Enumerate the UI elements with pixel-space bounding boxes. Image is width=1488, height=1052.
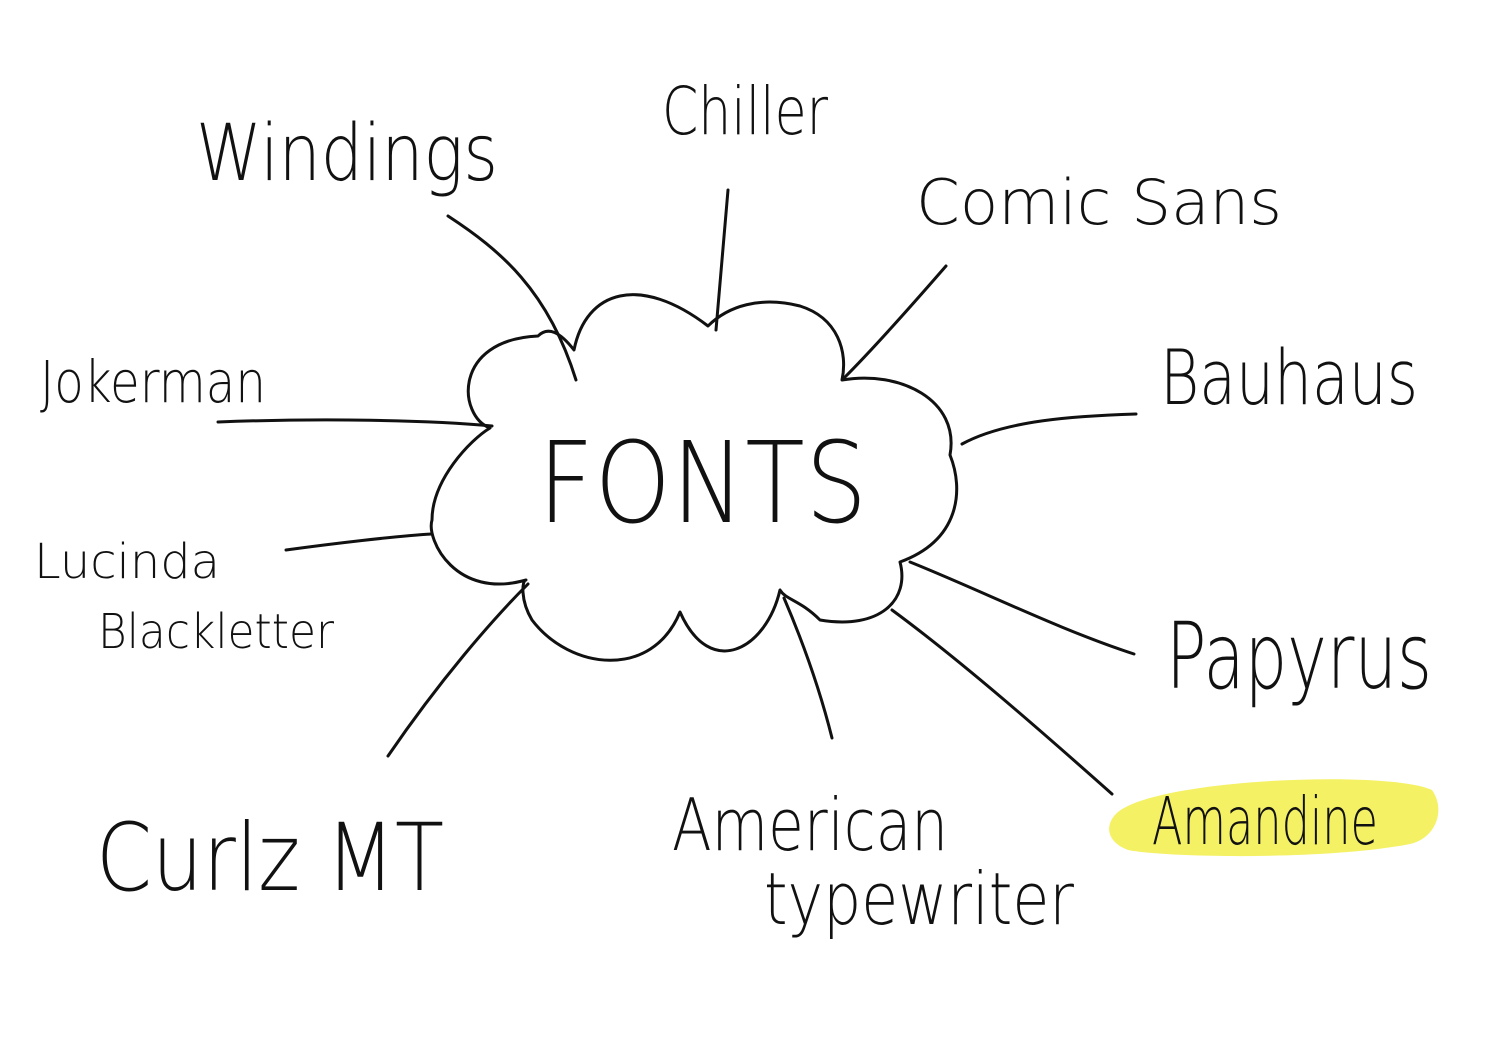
node-label-chiller: Chiller [662, 73, 829, 150]
node-label-lucinda-line1: Lucinda [34, 534, 220, 590]
center-label: FONTS [538, 419, 868, 549]
center-cloud-shape [429, 293, 959, 662]
node-label-windings: Windings [196, 109, 498, 199]
node-label-lucinda-line2: Blackletter [98, 604, 334, 660]
node-label-comic-sans: Comic Sans [916, 166, 1282, 239]
line-chiller [714, 188, 730, 332]
node-label-jokerman: Jokerman [40, 348, 266, 416]
line-lucinda [284, 532, 434, 552]
line-comic-sans [842, 264, 948, 380]
node-label-american-line1: American [672, 783, 948, 867]
node-label-curlz: Curlz MT [96, 804, 444, 913]
line-amandine [890, 608, 1114, 796]
node-label-papyrus: Papyrus [1166, 603, 1432, 710]
line-curlz [386, 582, 530, 758]
line-american-typewriter [782, 596, 834, 740]
node-label-american-line2: typewriter [764, 857, 1074, 941]
line-bauhaus [960, 412, 1138, 446]
node-label-bauhaus: Bauhaus [1160, 333, 1418, 422]
line-windings [446, 214, 578, 382]
line-jokerman [216, 418, 494, 428]
node-label-amandine: Amandine [1152, 783, 1378, 860]
amandine-highlight [1109, 779, 1439, 857]
line-papyrus [908, 560, 1136, 656]
